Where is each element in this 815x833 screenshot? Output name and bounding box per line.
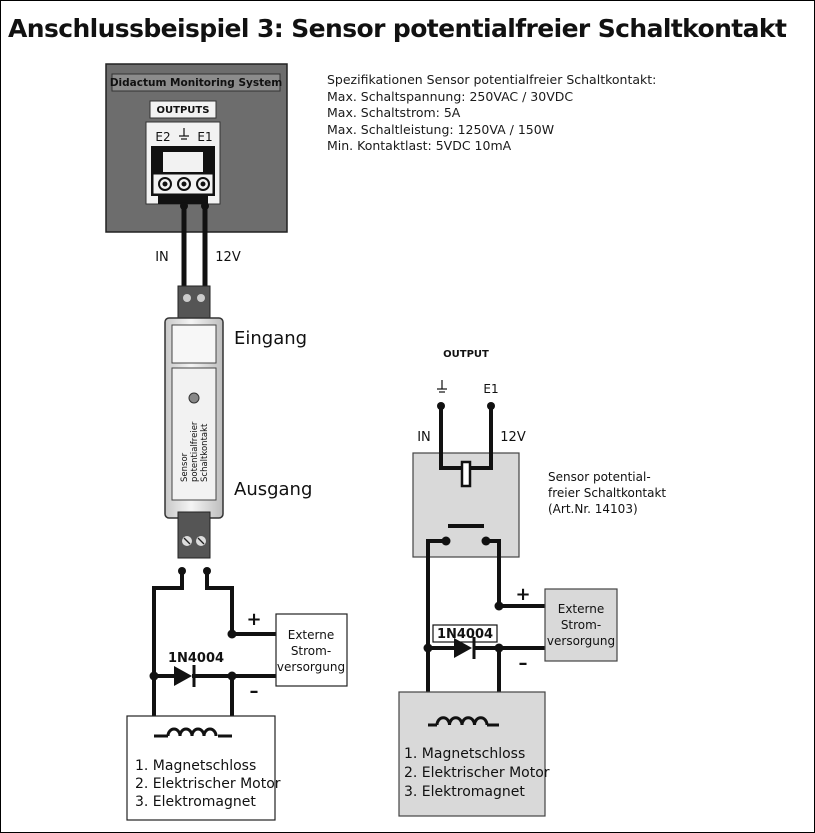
e1-label: E1 <box>197 130 212 144</box>
right-diode-label: 1N4004 <box>437 627 493 642</box>
spec-line: Min. Kontaktlast: 5VDC 10mA <box>327 138 512 154</box>
ground-icon <box>179 128 189 140</box>
load-item: 3. Elektromagnet <box>404 784 525 800</box>
right-plus-label: + <box>515 584 530 605</box>
load-item: 1. Magnetschloss <box>404 746 525 762</box>
minus-label: – <box>250 681 259 702</box>
load-item: 3. Elektromagnet <box>135 794 256 810</box>
diode-label-box: 1N4004 <box>432 624 498 643</box>
load-box: 1. Magnetschloss 2. Elektrischer Motor 3… <box>126 715 281 821</box>
specifications-block: Spezifikationen Sensor potentialfreier S… <box>327 72 656 155</box>
diode-icon <box>174 665 205 687</box>
svg-text:Externe: Externe <box>558 602 604 616</box>
switch-contact-icon <box>441 536 491 546</box>
svg-text:Strom-: Strom- <box>561 618 601 632</box>
terminal-screws <box>158 177 210 191</box>
wire-12v-label: 12V <box>215 250 241 265</box>
right-output-label: OUTPUT <box>443 349 489 360</box>
device-name: Didactum Monitoring System <box>110 77 282 89</box>
load-item: 1. Magnetschloss <box>135 758 256 774</box>
ground-icon <box>437 380 447 393</box>
sensor-module: Sensor potentialfreier Schaltkontakt <box>164 285 224 559</box>
plus-label: + <box>246 609 261 630</box>
wire-in-label: IN <box>155 250 169 265</box>
left-circuit-wiring <box>152 571 276 736</box>
outputs-label: OUTPUTS <box>157 105 210 116</box>
spec-line: Max. Schaltspannung: 250VAC / 30VDC <box>327 88 574 104</box>
load-item: 2. Elektrischer Motor <box>404 765 550 781</box>
right-load-box: 1. Magnetschloss 2. Elektrischer Motor 3… <box>398 691 550 817</box>
right-sensor-label: (Art.Nr. 14103) <box>548 502 638 516</box>
spec-line: Max. Schaltleistung: 1250VA / 150W <box>327 121 555 137</box>
input-label: Eingang <box>234 328 307 349</box>
svg-text:versorgung: versorgung <box>277 660 345 674</box>
sensor-body-text: Sensor <box>180 452 190 482</box>
svg-text:Strom-: Strom- <box>291 644 331 658</box>
right-power-supply-box: Externe Strom- versorgung <box>544 588 618 662</box>
right-12v-label: 12V <box>500 430 526 445</box>
right-minus-label: – <box>519 653 528 674</box>
connection-wires <box>181 204 208 290</box>
load-item: 2. Elektrischer Motor <box>135 776 281 792</box>
right-sensor-label: Sensor potential- <box>548 470 651 484</box>
spec-heading: Spezifikationen Sensor potentialfreier S… <box>327 72 657 87</box>
right-sensor-label: freier Schaltkontakt <box>548 486 666 500</box>
monitoring-device: Didactum Monitoring System OUTPUTS E2 E1 <box>105 63 288 233</box>
power-supply-box: Externe Strom- versorgung <box>275 613 348 687</box>
e2-label: E2 <box>155 130 170 144</box>
spec-line: Max. Schaltstrom: 5A <box>327 105 461 121</box>
right-e1-label: E1 <box>483 382 498 396</box>
right-circuit-wiring <box>426 406 545 725</box>
right-in-label: IN <box>417 430 431 445</box>
relay-coil-icon <box>460 460 472 488</box>
page-title: Anschlussbeispiel 3: Sensor potentialfre… <box>8 14 787 43</box>
svg-text:versorgung: versorgung <box>547 634 615 648</box>
coil-icon <box>166 727 218 737</box>
diode-label: 1N4004 <box>168 651 224 666</box>
sensor-body-text: potentialfreier <box>190 421 200 482</box>
output-label: Ausgang <box>234 479 312 500</box>
coil-icon <box>435 716 489 726</box>
diode-icon <box>454 637 476 659</box>
sensor-body-text: Schaltkontakt <box>200 423 210 482</box>
svg-text:Externe: Externe <box>288 628 334 642</box>
